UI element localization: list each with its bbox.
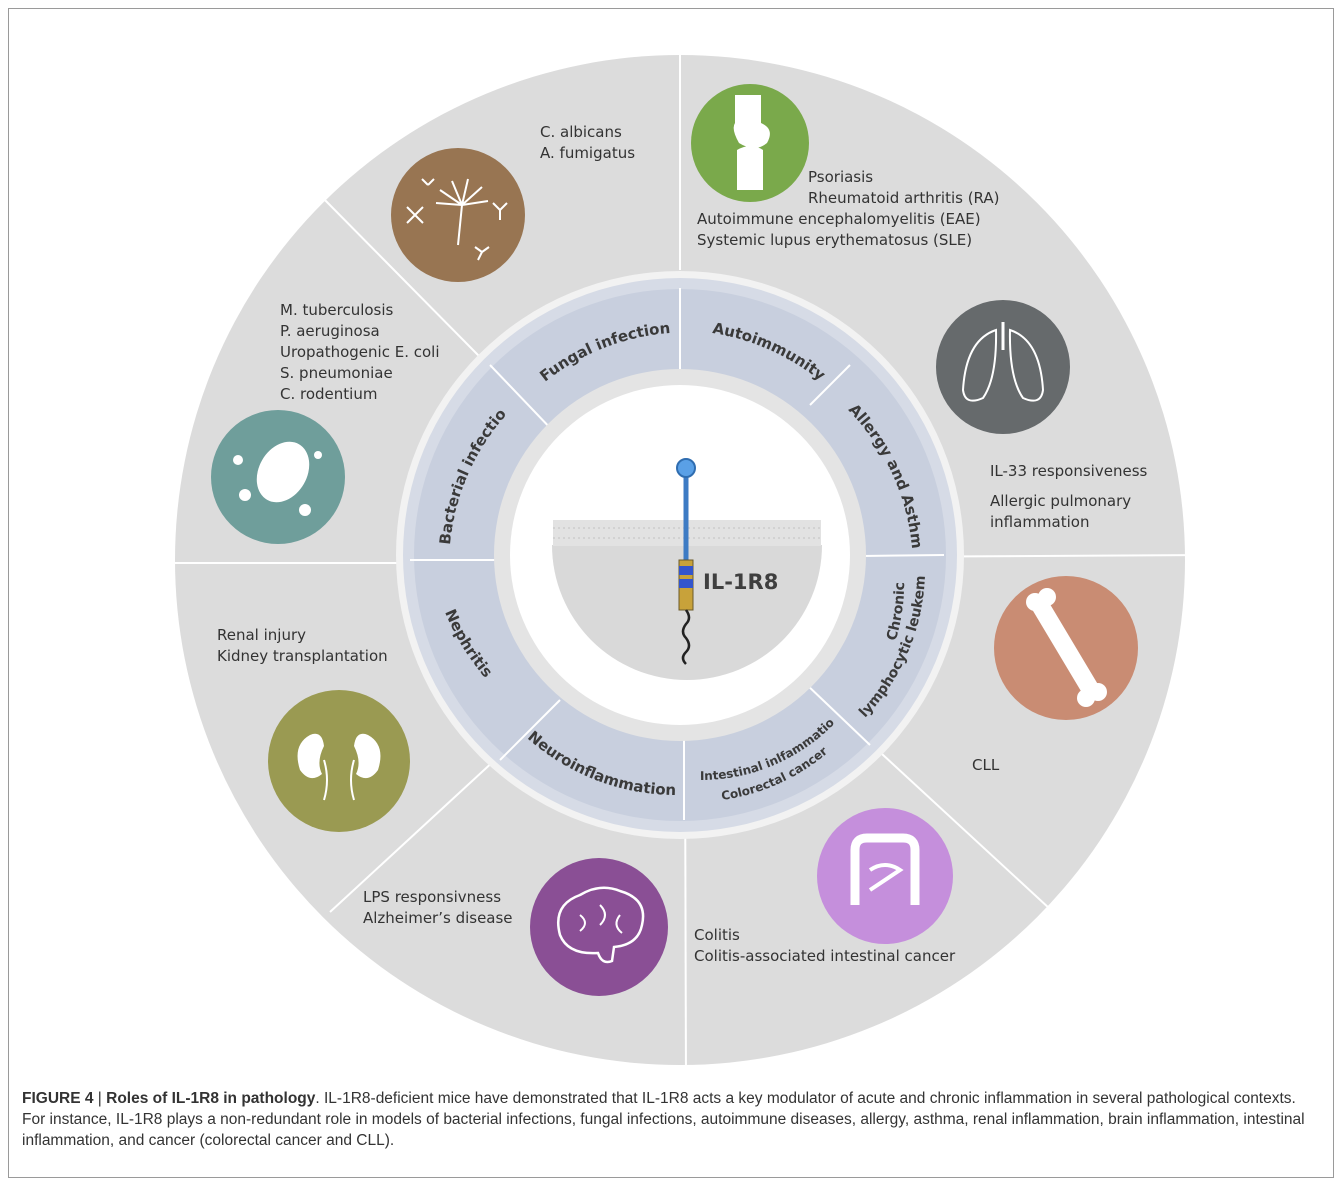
condition-item: LPS responsivness — [363, 888, 502, 906]
kidney-icon — [268, 690, 410, 832]
il1r8-receptor — [676, 458, 696, 665]
brain-icon — [530, 858, 668, 996]
intestine-icon — [817, 808, 953, 944]
pathogen-item: M. tuberculosis — [280, 301, 394, 319]
lungs-icon — [936, 300, 1070, 434]
pathogen-item: P. aeruginosa — [280, 322, 380, 340]
fungi-icon — [391, 148, 525, 282]
condition-item: Systemic lupus erythematosus (SLE) — [697, 231, 973, 249]
pathogen-item: C. rodentium — [280, 385, 378, 403]
colitis-conditions: Colitis Colitis-associated intestinal ca… — [694, 925, 955, 967]
pathogen-item: A. fumigatus — [540, 144, 636, 162]
condition-item: inflammation — [990, 513, 1090, 531]
bone-icon — [994, 576, 1138, 720]
condition-item: Kidney transplantation — [217, 647, 388, 665]
allergy-conditions: IL-33 responsiveness Allergic pulmonary … — [990, 461, 1147, 533]
condition-item: Renal injury — [217, 626, 307, 644]
pathology-wheel: IL-1R8 Fungal infections Autoimmunity Al… — [0, 0, 1185, 1065]
neuro-conditions: LPS responsivness Alzheimer’s disease — [363, 887, 513, 929]
cll-conditions: CLL — [972, 755, 999, 776]
caption-title: Roles of IL-1R8 in pathology — [106, 1090, 316, 1107]
condition-item: Rheumatoid arthritis (RA) — [808, 189, 1000, 207]
condition-item: Autoimmune encephalomyelitis (EAE) — [697, 210, 981, 228]
pathogen-item: S. pneumoniae — [280, 364, 393, 382]
condition-item: Colitis — [694, 926, 740, 944]
caption-text: . IL-1R8-deficient mice have demonstrate… — [22, 1090, 1305, 1149]
renal-conditions: Renal injury Kidney transplantation — [217, 625, 388, 667]
condition-item: Allergic pulmonary — [990, 492, 1132, 510]
figure-caption: FIGURE 4 | Roles of IL-1R8 in pathology.… — [22, 1088, 1322, 1151]
joint-icon — [691, 84, 809, 202]
receptor-label: IL-1R8 — [703, 570, 778, 594]
pathogen-item: Uropathogenic E. coli — [280, 343, 440, 361]
autoimmunity-conditions: Psoriasis Rheumatoid arthritis (RA) Auto… — [697, 167, 999, 251]
condition-item: Colitis-associated intestinal cancer — [694, 947, 956, 965]
condition-item: Psoriasis — [808, 168, 874, 186]
fungal-pathogens: C. albicans A. fumigatus — [540, 122, 635, 164]
caption-separator: | — [93, 1090, 107, 1107]
condition-item: CLL — [972, 756, 1000, 774]
pathogen-item: C. albicans — [540, 123, 622, 141]
figure-label: FIGURE 4 — [22, 1090, 94, 1107]
bacteria-icon — [211, 410, 345, 544]
condition-item: Alzheimer’s disease — [363, 909, 513, 927]
bacterial-pathogens: M. tuberculosis P. aeruginosa Uropathoge… — [280, 300, 440, 405]
condition-item: IL-33 responsiveness — [990, 462, 1148, 480]
